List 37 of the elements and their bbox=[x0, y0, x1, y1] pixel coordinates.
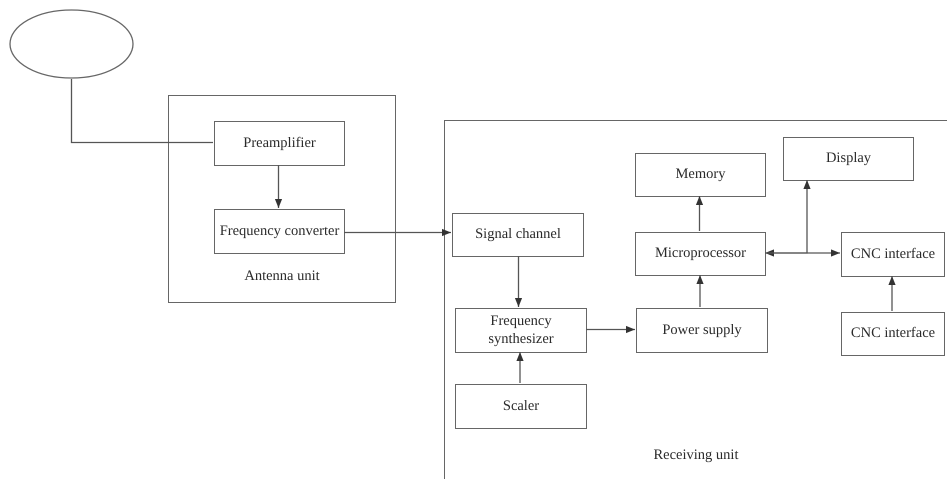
arrow bbox=[586, 326, 635, 334]
arrow bbox=[696, 196, 704, 231]
box-label: Scaler bbox=[502, 398, 540, 416]
box-label: Frequency synthesizer bbox=[487, 313, 555, 348]
box-label: Power supply bbox=[662, 322, 742, 340]
box-label: Microprocessor bbox=[654, 245, 746, 263]
arrow bbox=[696, 275, 704, 307]
process-box bbox=[841, 232, 945, 277]
unit-frame bbox=[168, 95, 396, 303]
arrow bbox=[514, 256, 522, 307]
box-label: Memory bbox=[676, 166, 726, 184]
box-label: Signal channel bbox=[475, 226, 561, 244]
arrow bbox=[888, 276, 896, 311]
box-label: Frequency converter bbox=[220, 222, 340, 240]
ellipse-shape bbox=[9, 9, 134, 79]
box-label: CNC interface bbox=[850, 325, 936, 343]
unit-label: Antenna unit bbox=[243, 268, 321, 286]
process-box bbox=[635, 232, 766, 276]
box-label: Preamplifier bbox=[243, 134, 316, 152]
process-box bbox=[455, 384, 587, 429]
box-label: CNC interface bbox=[850, 246, 936, 264]
arrow bbox=[516, 352, 524, 383]
arrow bbox=[765, 180, 811, 254]
unit-label: Receiving unit bbox=[652, 447, 740, 464]
box-label: Display bbox=[826, 150, 872, 168]
arrow bbox=[274, 165, 282, 208]
process-box bbox=[214, 209, 345, 254]
arrow bbox=[344, 228, 451, 236]
process-box bbox=[636, 308, 768, 353]
arrow bbox=[765, 249, 840, 257]
process-box bbox=[783, 137, 914, 181]
process-box bbox=[841, 312, 945, 356]
process-box bbox=[452, 213, 584, 257]
process-box bbox=[635, 153, 766, 197]
process-box bbox=[455, 308, 587, 353]
process-box bbox=[214, 121, 345, 166]
unit-frame bbox=[444, 120, 947, 479]
